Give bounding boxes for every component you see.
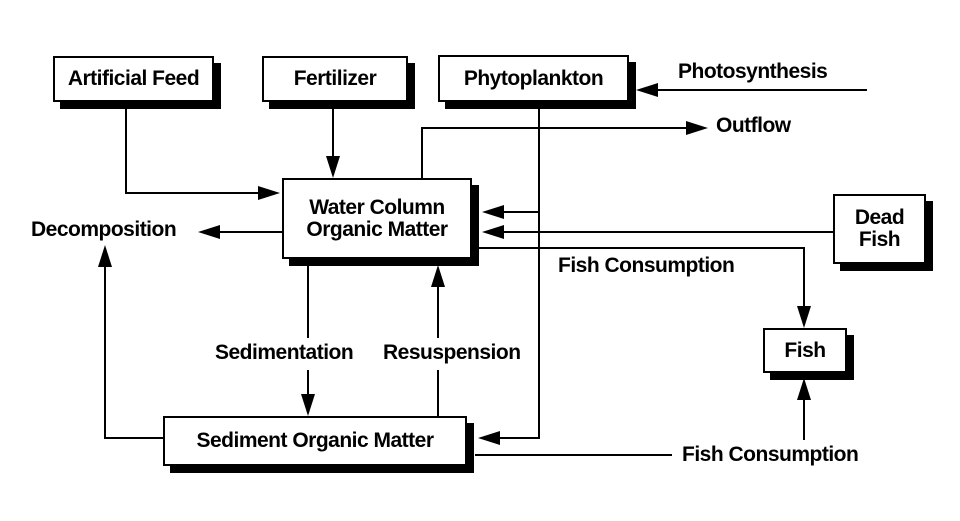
edge-watercolumn-decomposition-line-h	[220, 231, 282, 233]
edge-phytoplankton-sediment-line-h	[499, 437, 540, 439]
node-artificial-feed: Artificial Feed	[53, 56, 214, 102]
edge-phytoplankton-sediment-arrowhead	[478, 431, 500, 445]
edge-resuspension-arrowhead	[431, 265, 445, 287]
edge-phytoplankton-watercolumn-line-h	[503, 211, 540, 213]
edge-sediment-fish-line-v	[803, 400, 805, 440]
edge-watercolumn-fish-arrowhead	[797, 306, 811, 328]
edge-artificialfeed-watercolumn-line-h	[125, 192, 259, 194]
edge-sediment-fish-line-h	[475, 454, 672, 456]
edge-sediment-fish-arrowhead	[797, 378, 811, 400]
edge-sedimentation-line-v2	[307, 370, 309, 395]
edge-sedimentation-arrowhead	[301, 394, 315, 416]
edge-sedimentation-line-v1	[307, 260, 309, 338]
edge-watercolumn-outflow-line-v	[421, 128, 423, 179]
edge-phytoplankton-main-line-v	[538, 104, 540, 438]
edge-sediment-decomposition-line-v	[104, 266, 106, 439]
edge-watercolumn-outflow-arrowhead	[686, 121, 708, 135]
label-fish-consumption-upper: Fish Consumption	[558, 254, 735, 277]
label-photosynthesis: Photosynthesis	[678, 60, 828, 83]
label-outflow: Outflow	[716, 114, 791, 137]
edge-fertilizer-watercolumn-line-v	[332, 101, 334, 157]
edge-deadfish-watercolumn-line-h	[503, 231, 833, 233]
edge-artificialfeed-watercolumn-line-v	[125, 101, 127, 193]
node-dead-fish: Dead Fish	[833, 194, 926, 264]
edge-resuspension-line-v1	[437, 286, 439, 338]
node-water-column-organic-matter: Water Column Organic Matter	[282, 178, 472, 259]
edge-fertilizer-watercolumn-arrowhead	[326, 156, 340, 178]
node-fish: Fish	[763, 328, 847, 373]
edge-sediment-decomposition-line-h	[104, 437, 165, 439]
edge-watercolumn-fish-line-v	[803, 247, 805, 307]
edge-deadfish-watercolumn-arrowhead	[482, 225, 504, 239]
edge-watercolumn-decomposition-arrowhead	[198, 225, 220, 239]
node-fertilizer: Fertilizer	[262, 56, 408, 102]
edge-photosynthesis-phytoplankton-line-h	[657, 89, 867, 91]
edge-phytoplankton-watercolumn-arrowhead	[482, 205, 504, 219]
edge-artificialfeed-watercolumn-arrowhead	[258, 186, 280, 200]
node-phytoplankton: Phytoplankton	[438, 55, 629, 102]
label-fish-consumption-lower: Fish Consumption	[682, 443, 859, 466]
edge-sediment-decomposition-arrowhead	[98, 245, 112, 267]
node-sediment-organic-matter: Sediment Organic Matter	[163, 416, 467, 466]
edge-watercolumn-outflow-line-h	[421, 127, 686, 129]
label-resuspension: Resuspension	[383, 341, 521, 364]
edge-watercolumn-fish-line-h	[472, 247, 805, 249]
edge-photosynthesis-phytoplankton-arrowhead	[636, 83, 658, 97]
label-sedimentation: Sedimentation	[215, 341, 354, 364]
edge-resuspension-line-v2	[437, 370, 439, 417]
label-decomposition: Decomposition	[31, 218, 177, 241]
